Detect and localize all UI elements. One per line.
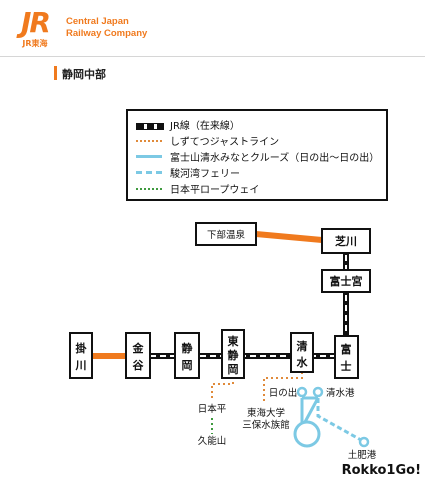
shimobe-shibakawa-link (255, 231, 323, 243)
place-nihondaira[interactable]: 日本平 (198, 403, 227, 415)
legend-label-ropeway: 日本平ロープウェイ (170, 185, 260, 196)
station-higashi-shizuoka-char1: 東 (228, 334, 240, 348)
station-shizuoka-char1: 静 (182, 341, 193, 355)
station-shizuoka-char2: 岡 (182, 359, 193, 372)
map-legend: JR線（在来線） しずてつジャストライン 富士山清水みなとクルーズ（日の出～日の… (126, 109, 388, 201)
legend-label-shizutetsu: しずてつジャストライン (170, 137, 280, 148)
station-higashi-shizuoka-char2: 静 (228, 348, 239, 362)
legend-row-ropeway: 日本平ロープウェイ (136, 181, 386, 197)
legend-label-ferry: 駿河湾フェリー (170, 169, 240, 180)
section-title: 静岡中部 (62, 68, 106, 81)
station-fuji[interactable]: 富 士 (334, 335, 359, 379)
bus-route-tokai-univ (263, 372, 303, 404)
toi-port-marker[interactable] (358, 436, 370, 448)
station-fujinomiya-label: 富士宮 (330, 274, 363, 288)
legend-label-jr: JR線（在来線） (170, 121, 240, 132)
place-tokai-univ-line2[interactable]: 三保水族館 (242, 419, 290, 431)
station-shibakawa-label: 芝川 (335, 234, 357, 248)
shimizu-port-marker[interactable] (312, 386, 324, 398)
legend-swatch-ferry (136, 171, 162, 174)
station-shizuoka[interactable]: 静 岡 (174, 332, 200, 379)
place-kunozan[interactable]: 久能山 (198, 435, 227, 447)
station-kakegawa-char1: 掛 (76, 341, 88, 355)
station-higashi-shizuoka-char3: 岡 (228, 363, 239, 376)
station-shimizu-char2: 水 (297, 355, 309, 369)
place-tokai-univ-line1[interactable]: 東海大学 (247, 407, 285, 419)
legend-swatch-shizutetsu (136, 140, 162, 142)
ferry-route (316, 398, 362, 442)
legend-row-cruise: 富士山清水みなとクルーズ（日の出～日の出） (136, 149, 386, 165)
legend-row-shizutetsu: しずてつジャストライン (136, 133, 386, 149)
station-shimizu[interactable]: 清 水 (290, 332, 314, 373)
station-kanaya-char2: 谷 (133, 358, 145, 372)
company-name-line1: Central Japan (66, 16, 129, 27)
legend-row-jr: JR線（在来線） (136, 117, 386, 133)
logo-mark: JR (21, 6, 51, 39)
logo-sub-text: JR東海 (22, 39, 48, 48)
station-shibakawa[interactable]: 芝川 (321, 228, 371, 254)
place-toi-port[interactable]: 土肥港 (348, 449, 377, 461)
place-shimizu-port[interactable]: 清水港 (326, 387, 355, 399)
header-divider (0, 56, 425, 57)
section-accent-bar (54, 66, 57, 80)
footer-credit: Rokko1Go! (341, 463, 421, 478)
jr-central-logo[interactable]: JR JR東海 (14, 6, 56, 48)
station-shimizu-char1: 清 (297, 339, 308, 353)
station-kanaya[interactable]: 金 谷 (125, 332, 151, 379)
station-kakegawa-char2: 川 (75, 359, 87, 372)
legend-row-ferry: 駿河湾フェリー (136, 165, 386, 181)
station-fuji-char2: 士 (341, 359, 352, 373)
station-fujinomiya[interactable]: 富士宮 (321, 269, 371, 293)
station-kanaya-char1: 金 (132, 341, 145, 355)
legend-swatch-jr (136, 123, 164, 130)
legend-swatch-cruise (136, 155, 162, 158)
station-shimobe-onsen-label: 下部温泉 (207, 229, 246, 241)
legend-swatch-ropeway (136, 188, 162, 190)
place-hinode[interactable]: 日の出 (269, 387, 298, 399)
station-fuji-char1: 富 (341, 342, 352, 356)
station-higashi-shizuoka[interactable]: 東 静 岡 (221, 329, 245, 379)
station-kakegawa[interactable]: 掛 川 (69, 332, 93, 379)
station-shimobe-onsen[interactable]: 下部温泉 (195, 222, 257, 246)
legend-label-cruise: 富士山清水みなとクルーズ（日の出～日の出） (170, 153, 380, 164)
cruise-route (293, 396, 321, 448)
company-name-line2: Railway Company (66, 28, 148, 39)
hinode-port-marker[interactable] (296, 386, 308, 398)
